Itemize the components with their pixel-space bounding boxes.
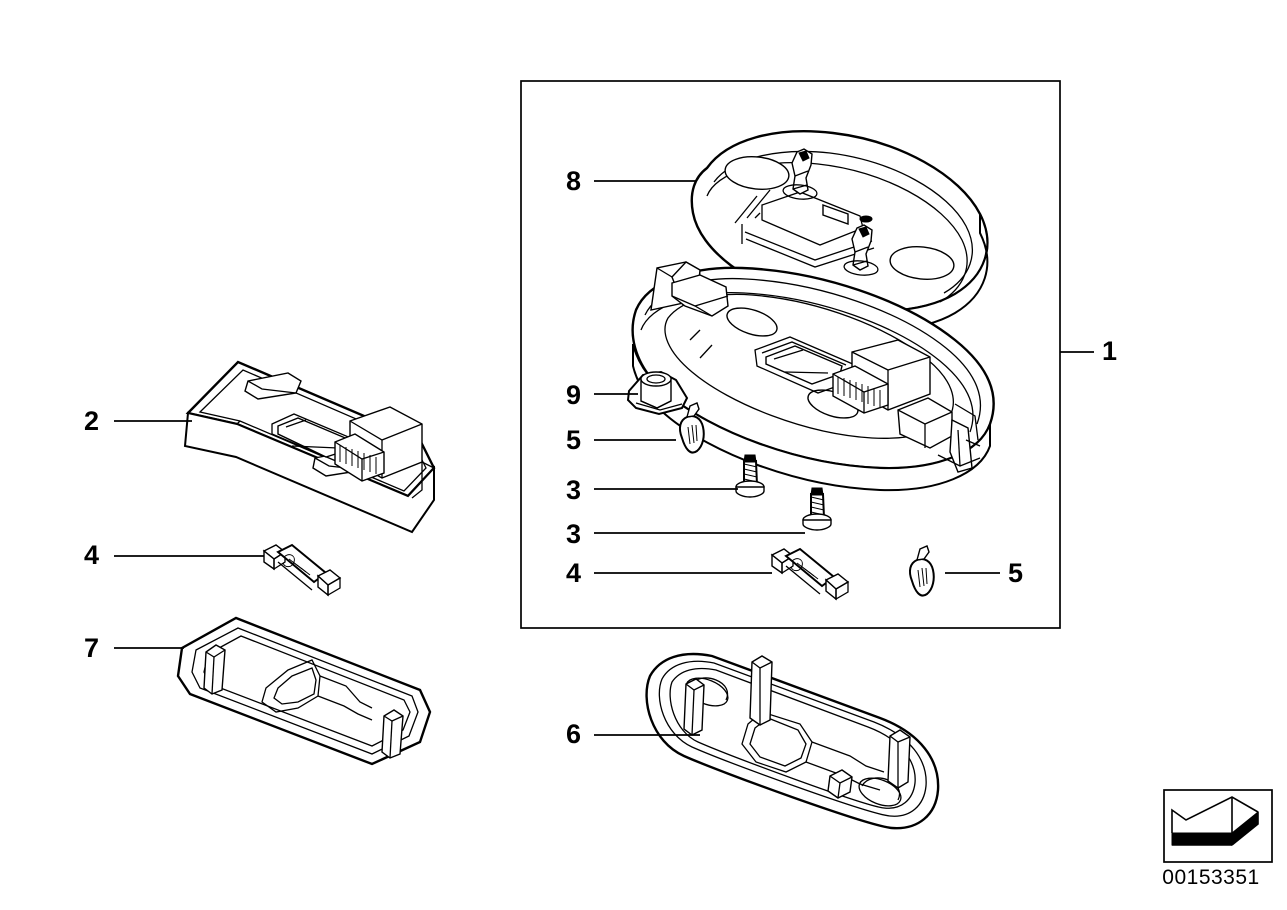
part-5-wedge-bulb-right	[908, 545, 935, 597]
callout-4-right: 4	[566, 558, 582, 588]
housing-clip-right	[949, 418, 973, 473]
logo-box	[1163, 789, 1273, 863]
callout-4-left: 4	[84, 540, 100, 570]
lens-pin-hole	[859, 215, 873, 223]
part-7-trim-frame	[176, 616, 432, 766]
part-5-wedge-bulb-left	[678, 402, 705, 454]
callout-3-upper: 3	[566, 475, 582, 505]
housing-connector	[832, 339, 931, 414]
trim6-clip-center	[749, 655, 773, 726]
lens-slot	[822, 204, 849, 225]
lens-hole-left	[724, 156, 790, 190]
part-4-festoon-bulb-right	[770, 547, 850, 601]
trim7-clip-right	[381, 709, 404, 759]
diagram-id-number: 00153351	[1162, 866, 1260, 889]
assembly-group-box	[520, 80, 1061, 629]
part-6-trim-frame-oval	[645, 652, 940, 830]
trim6-clip-left	[683, 678, 705, 736]
callout-9: 9	[566, 380, 582, 410]
lens-hole-right	[889, 246, 955, 280]
callout-6: 6	[566, 719, 582, 749]
trim6-clip-right	[887, 729, 911, 789]
callout-8: 8	[566, 166, 582, 196]
callout-5-left: 5	[566, 425, 582, 455]
lens-push-pin-lower	[851, 224, 873, 271]
part-3-screw-lower	[802, 487, 832, 531]
callout-1: 1	[1102, 336, 1118, 366]
trim6-pocket-right	[858, 777, 902, 807]
callout-3-lower: 3	[566, 519, 582, 549]
callout-5-right: 5	[1008, 558, 1024, 588]
callout-7: 7	[84, 633, 100, 663]
part-9-grommet	[626, 370, 689, 416]
lens-push-pin-upper	[791, 148, 813, 195]
part-4-festoon-bulb-left	[262, 543, 342, 597]
callout-2: 2	[84, 406, 100, 436]
housing-hole-left	[726, 307, 778, 337]
trim6-clip-lower	[827, 769, 853, 799]
module-connector	[334, 406, 423, 482]
part-3-screw-upper	[735, 454, 765, 498]
trim7-clip-left	[203, 644, 226, 695]
housing-boss-left	[671, 274, 729, 317]
part-2-light-module	[183, 360, 436, 534]
